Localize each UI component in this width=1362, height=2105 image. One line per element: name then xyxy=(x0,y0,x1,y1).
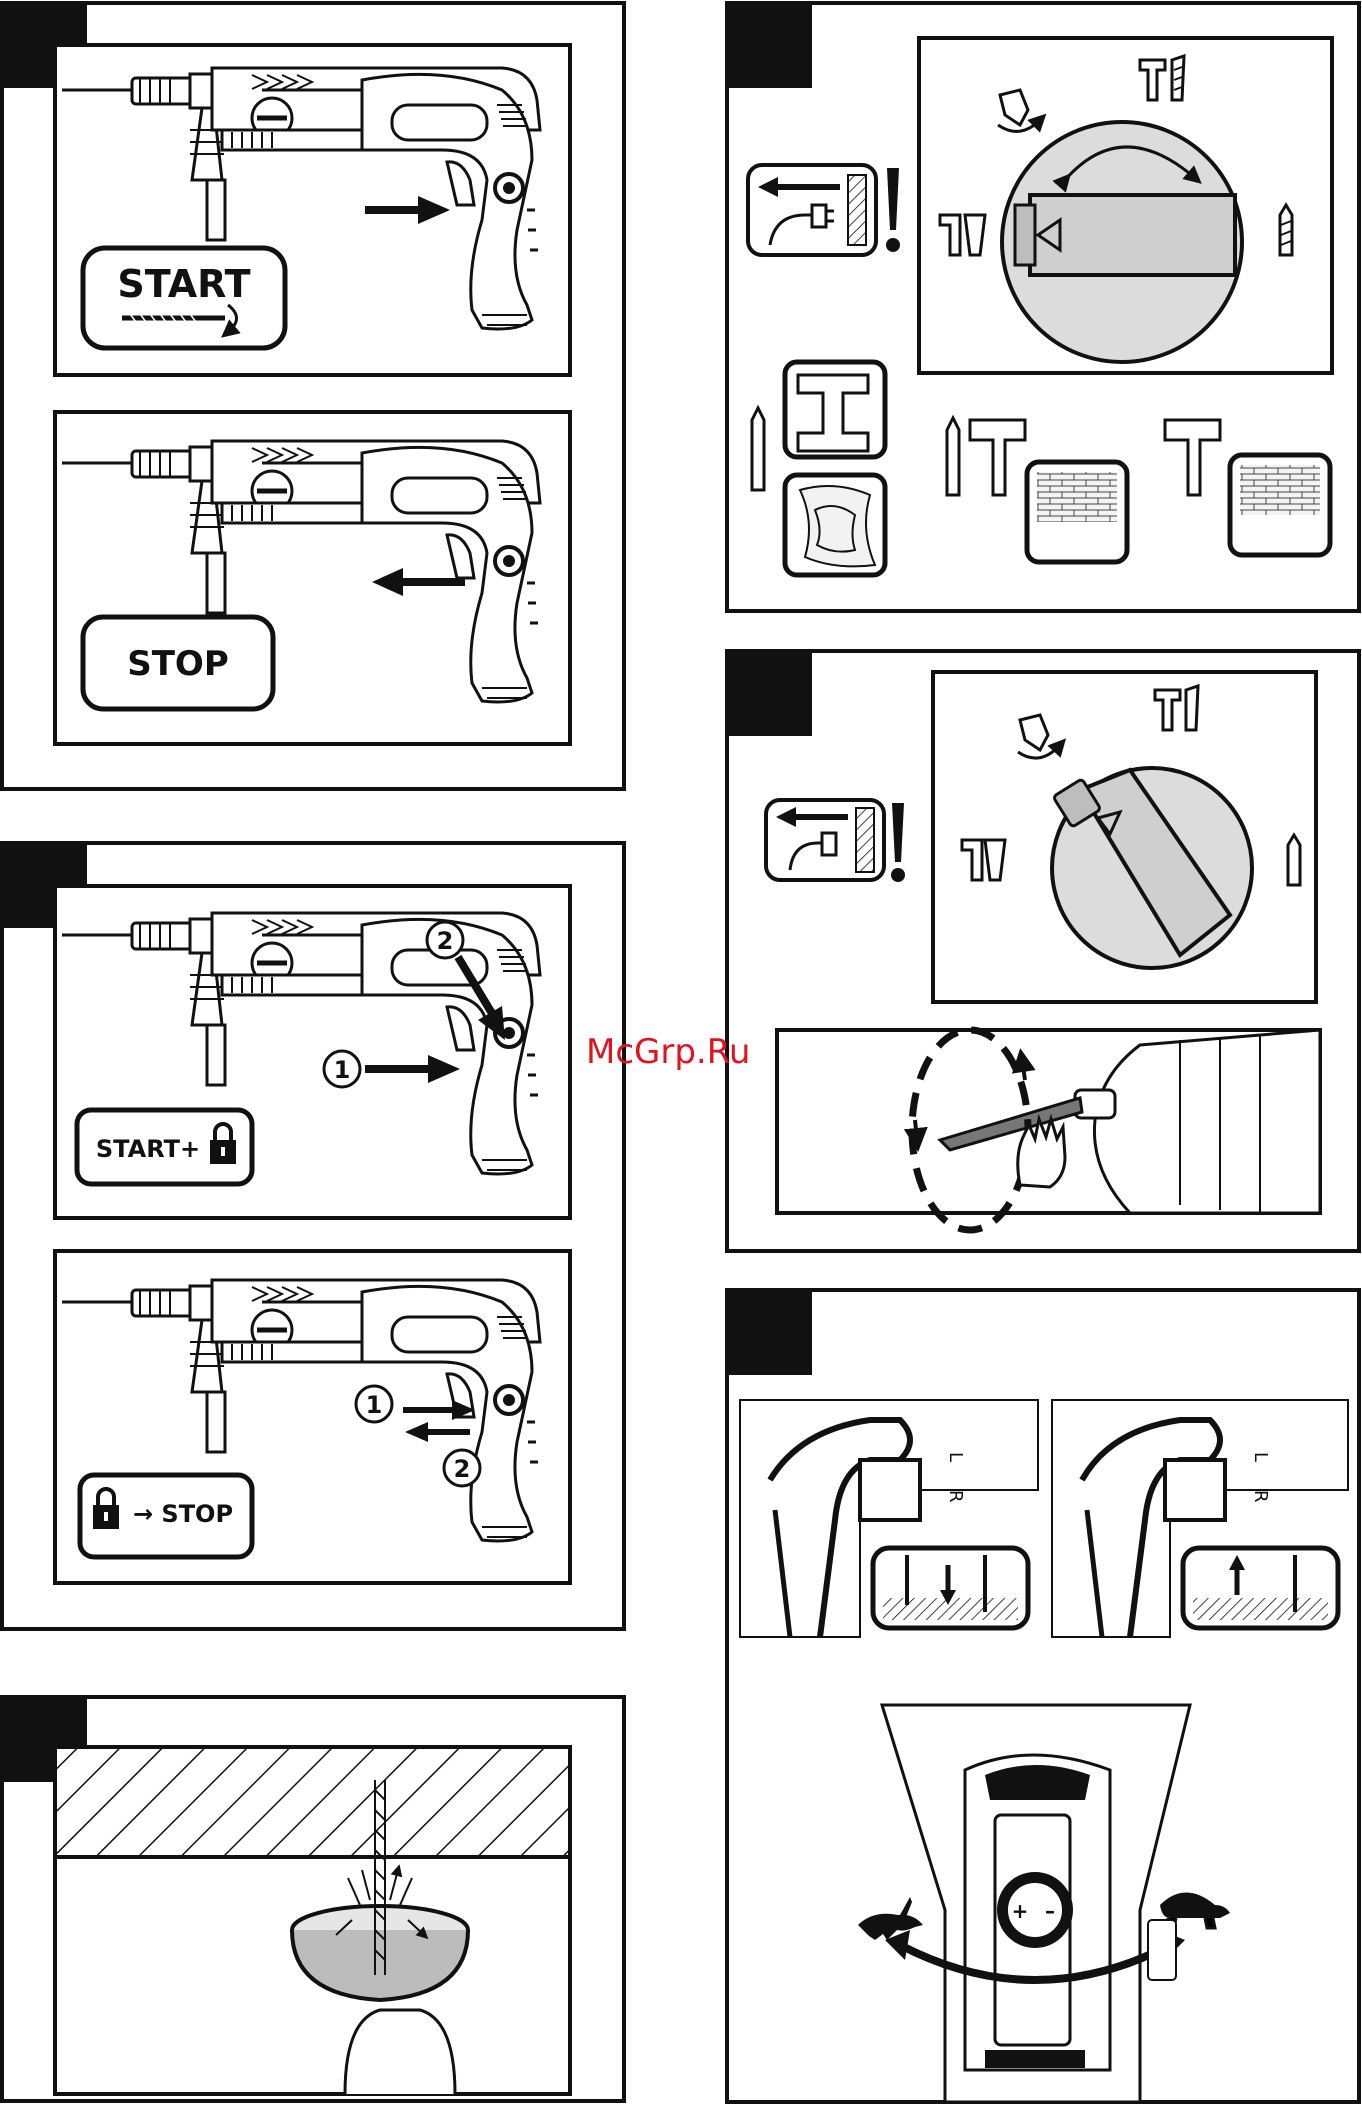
svg-text:L: L xyxy=(945,1452,966,1462)
direction-speed-section: L R L R xyxy=(727,1290,1359,2102)
svg-text:1: 1 xyxy=(334,1056,351,1084)
svg-text:–: – xyxy=(1045,1899,1055,1923)
chisel-icon xyxy=(1280,205,1292,255)
plug-icon xyxy=(748,165,876,255)
svg-text:R: R xyxy=(945,1490,966,1503)
svg-text:2: 2 xyxy=(437,927,454,955)
chisel-rotation-section xyxy=(727,651,1359,1251)
svg-text:2: 2 xyxy=(454,1455,471,1483)
mode-selector-section xyxy=(727,3,1359,611)
lock-stop-label: → STOP xyxy=(133,1500,233,1528)
svg-text:R: R xyxy=(1250,1490,1271,1503)
unlock-stop-panel: 1 2 → STOP xyxy=(55,1251,570,1583)
plug-icon xyxy=(766,800,884,880)
stop-panel: STOP xyxy=(55,412,570,744)
watermark: McGrp.Ru xyxy=(586,1032,750,1072)
start-lock-panel: 1 2 START+ xyxy=(55,886,570,1218)
start-lock-label: START+ xyxy=(96,1135,200,1163)
svg-text:L: L xyxy=(1250,1452,1271,1462)
stop-label: STOP xyxy=(127,644,229,684)
svg-text:+: + xyxy=(1012,1899,1029,1923)
chisel-icon xyxy=(1288,835,1300,885)
svg-text:1: 1 xyxy=(366,1391,383,1419)
start-panel: START xyxy=(55,45,570,375)
start-label: START xyxy=(117,262,250,306)
dust-cup-section xyxy=(2,1697,624,2101)
